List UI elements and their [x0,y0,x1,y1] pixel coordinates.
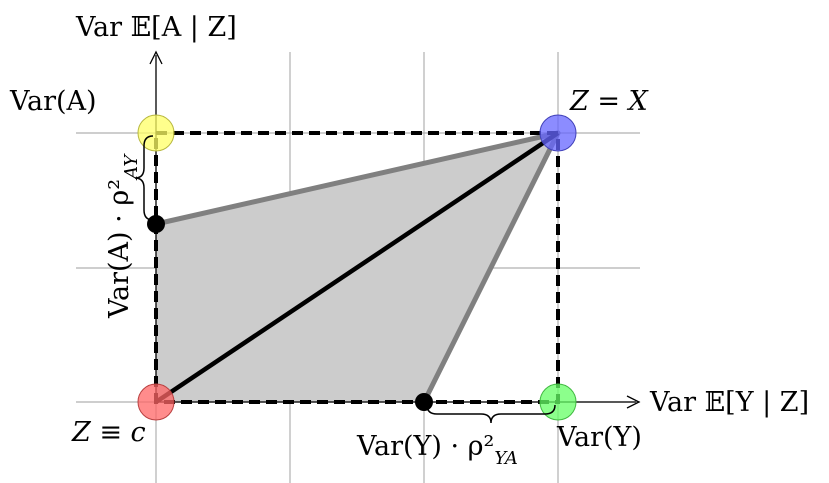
bottom-brace-label: Var(Y) · ρ²YA [356,431,518,469]
left-dot [147,215,165,233]
blue-point [539,114,577,152]
green-point [539,383,577,421]
svg-text:Var(A) · ρ²AY: Var(A) · ρ²AY [104,153,142,319]
var-a-label: Var(A) [9,86,97,117]
var-y-label: Var(Y) [556,422,642,453]
diagonal-line [154,131,560,404]
bottom-brace-main: Var(Y) · ρ² [356,431,494,462]
bottom-dot [415,393,433,411]
y-axis-label: Var 𝔼[A | Z] [75,12,237,43]
bottom-brace [426,404,556,424]
bottom-brace-sub: YA [494,448,517,469]
yellow-point [137,114,175,152]
z-const-label: Z ≡ c [71,417,146,448]
left-brace-main: Var(A) · ρ² [104,179,135,319]
red-point [137,383,175,421]
region-edges [153,130,561,405]
left-brace-sub: AY [121,153,142,181]
z-eq-x-label: Z = X [569,86,650,117]
left-brace [134,135,154,221]
dashed-bounding-rect [154,131,560,404]
left-brace-label: Var(A) · ρ²AY [104,153,142,319]
x-axis-label: Var 𝔼[Y | Z] [649,387,809,418]
